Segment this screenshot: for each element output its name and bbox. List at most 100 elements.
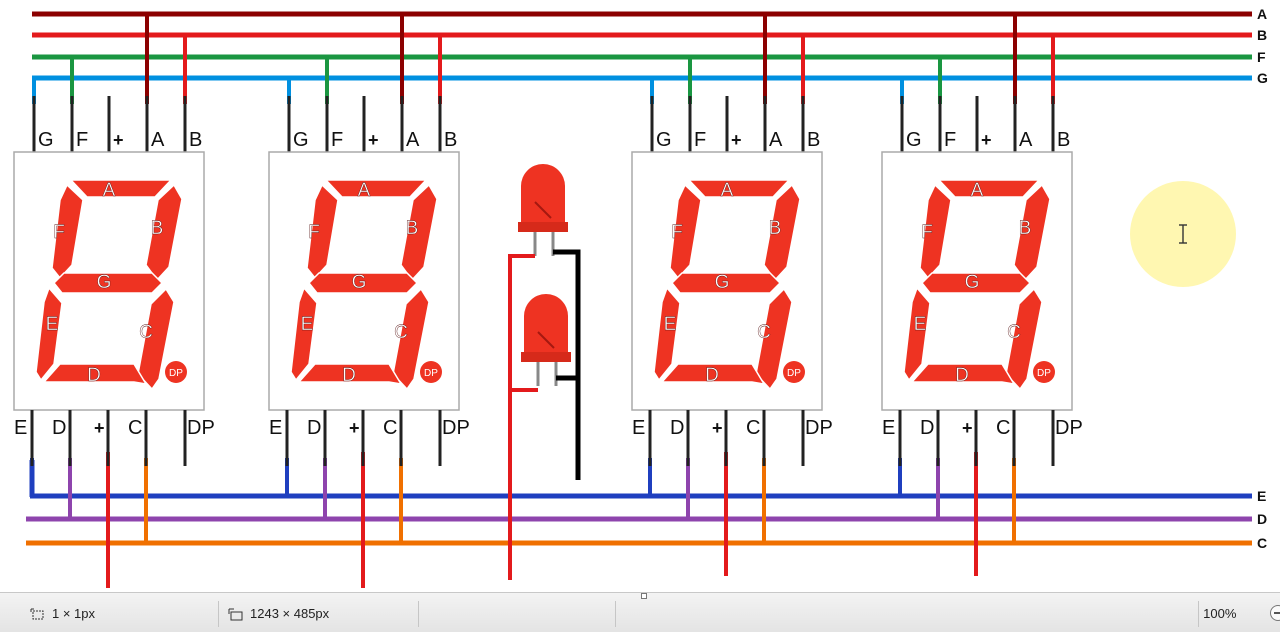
top-pin-label: A [1019, 129, 1033, 151]
segment-label-c: C [139, 322, 153, 343]
status-bar: 1 × 1px 1243 × 485px 100% [0, 592, 1280, 632]
segment-d [910, 363, 1016, 386]
segment-c [755, 287, 793, 391]
led-detail [534, 201, 552, 219]
segment-label-g: G [715, 272, 730, 293]
segment-label-f: F [53, 222, 65, 243]
segment-e [290, 286, 318, 382]
bottom-pin-label: C [746, 417, 760, 439]
segment-a [324, 179, 428, 198]
segment-label-a: A [721, 180, 734, 201]
segment-a [937, 179, 1041, 198]
image-size-readout: 1243 × 485px [228, 593, 329, 633]
top-pin-label: A [769, 129, 783, 151]
bottom-pin-label: D [307, 417, 321, 439]
bottom-pin-label: DP [1055, 417, 1083, 439]
top-pin-label: F [76, 129, 88, 151]
segment-label-e: E [664, 314, 677, 335]
bottom-pin-label: D [920, 417, 934, 439]
segment-label-a: A [358, 180, 371, 201]
segment-label-e: E [46, 314, 59, 335]
segment-label-g: G [352, 272, 367, 293]
segment-c [137, 287, 175, 391]
bottom-pin-label: E [14, 417, 27, 439]
segment-g [307, 272, 419, 294]
zoom-readout[interactable]: 100% [1203, 593, 1262, 633]
image-size-icon [228, 608, 243, 621]
segment-e [35, 286, 63, 382]
led-rim [521, 352, 571, 362]
top-bus-lines [32, 11, 1252, 104]
segment-label-d: D [955, 365, 969, 386]
segment-label-b: B [151, 218, 164, 239]
zoom-level: 100% [1203, 606, 1237, 621]
top-pin-label: F [944, 129, 956, 151]
segment-e [903, 286, 931, 382]
led-anode-wire [508, 254, 535, 580]
top-pin-label: B [444, 129, 457, 151]
top-pin-label: G [656, 129, 672, 151]
bottom-pin-label: DP [442, 417, 470, 439]
bottom-pin-label: E [882, 417, 895, 439]
segment-label-f: F [308, 222, 320, 243]
led [518, 164, 568, 256]
led-detail [537, 331, 555, 349]
top-pin-label: + [113, 130, 124, 150]
segment-a [687, 179, 791, 198]
bottom-pin-label: DP [187, 417, 215, 439]
bottom-pin-label: + [349, 418, 360, 438]
segment-label-b: B [1019, 218, 1032, 239]
segment-label-dp: DP [424, 368, 438, 379]
led [521, 294, 571, 386]
bottom-pin-label: + [712, 418, 723, 438]
resize-handle[interactable] [641, 593, 647, 599]
text-cursor-icon [1179, 224, 1187, 244]
segment-label-g: G [965, 272, 980, 293]
segment-label-dp: DP [787, 368, 801, 379]
top-pin-label: G [38, 129, 54, 151]
bottom-pin-label: D [670, 417, 684, 439]
segment-label-d: D [87, 365, 101, 386]
segment-a [69, 179, 173, 198]
selection-icon [30, 608, 44, 620]
led-cathode-wire [553, 249, 581, 480]
segment-d [297, 363, 403, 386]
segment-label-d: D [705, 365, 719, 386]
segment-d [660, 363, 766, 386]
segment-label-a: A [971, 180, 984, 201]
top-pin-label: F [694, 129, 706, 151]
selection-size-text: 1 × 1px [52, 606, 96, 621]
top-pin-label: F [331, 129, 343, 151]
top-pin-label: B [807, 129, 820, 151]
segment-label-c: C [1007, 322, 1021, 343]
segment-label-dp: DP [169, 368, 183, 379]
bottom-pin-label: E [632, 417, 645, 439]
bus-label-e: E [1257, 488, 1266, 504]
segment-label-b: B [406, 218, 419, 239]
segment-label-f: F [671, 222, 683, 243]
bottom-pin-label: DP [805, 417, 833, 439]
top-pin-label: B [1057, 129, 1070, 151]
bottom-bus-lines [26, 452, 1252, 588]
segment-label-g: G [97, 272, 112, 293]
segment-dp [783, 361, 805, 383]
selection-size-readout: 1 × 1px [30, 593, 95, 633]
colon-leds [508, 164, 581, 580]
bottom-pin-label: C [996, 417, 1010, 439]
bus-label-c: C [1257, 535, 1267, 551]
top-pin-label: + [368, 130, 379, 150]
zoom-out-button[interactable] [1270, 605, 1280, 621]
led-rim [518, 222, 568, 232]
led-dome [521, 164, 565, 224]
bottom-pin-label: + [94, 418, 105, 438]
